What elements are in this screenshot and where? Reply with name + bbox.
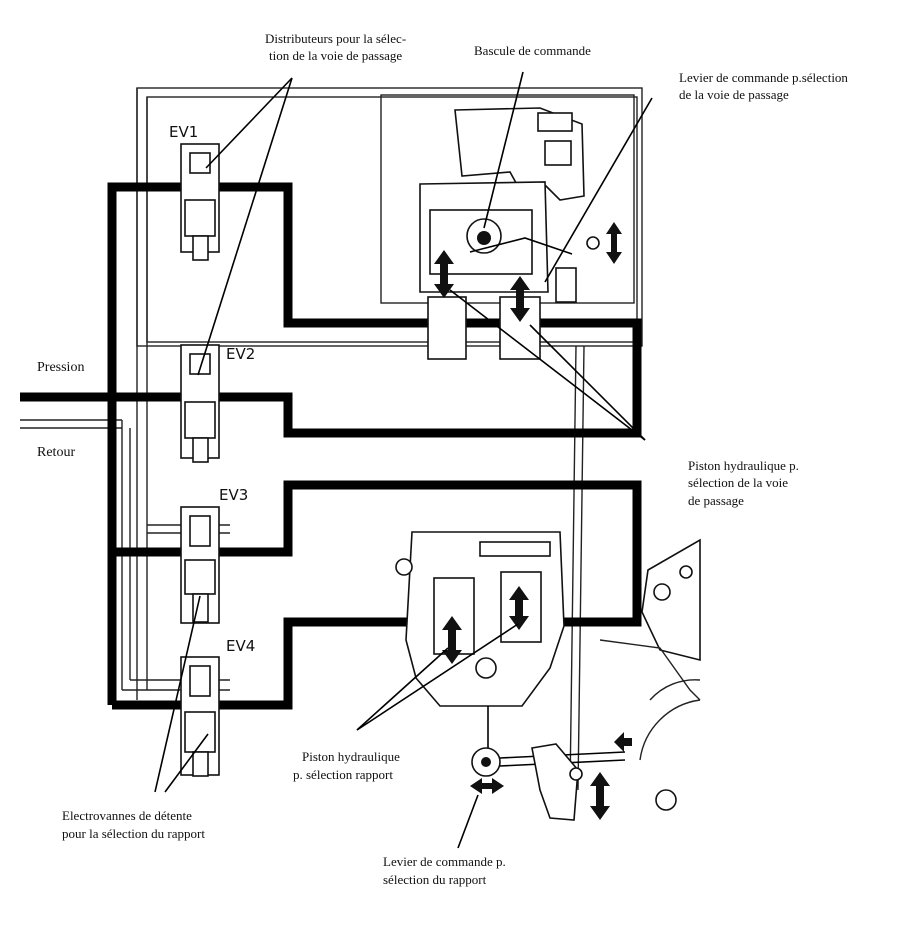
- valve-ev4: [180, 656, 220, 777]
- gearbox-parts: [470, 538, 701, 821]
- valve-label-ev3: EV3: [219, 486, 248, 504]
- label-levier-voie-1: Levier de commande p.sélection: [679, 70, 848, 85]
- label-levier-rapport-2: sélection du rapport: [383, 872, 487, 887]
- lower-actuator: [395, 531, 565, 750]
- label-electrovannes-2: pour la sélection du rapport: [62, 826, 205, 841]
- upper-actuator: [419, 107, 622, 360]
- label-pression: Pression: [37, 360, 84, 375]
- label-piston-rapport-1: Piston hydraulique: [302, 749, 400, 764]
- label-piston-voie-3: de passage: [688, 493, 744, 508]
- valve-label-ev4: EV4: [226, 637, 255, 655]
- valve-label-ev1: EV1: [169, 123, 198, 141]
- leader-lines: [154, 71, 653, 849]
- valve-ev2: [180, 344, 220, 463]
- pressure-circuits: [20, 182, 642, 710]
- label-levier-rapport-1: Levier de commande p.: [383, 854, 506, 869]
- valve-label-ev2: EV2: [226, 345, 255, 363]
- label-piston-voie-2: sélection de la voie: [688, 475, 788, 490]
- label-retour: Retour: [37, 445, 75, 460]
- label-distributeurs-2: tion de la voie de passage: [269, 48, 402, 63]
- label-levier-voie-2: de la voie de passage: [679, 87, 789, 102]
- label-distributeurs-1: Distributeurs pour la sélec-: [265, 31, 406, 46]
- label-piston-voie-1: Piston hydraulique p.: [688, 458, 799, 473]
- label-bascule: Bascule de commande: [474, 43, 591, 58]
- valve-ev3: [180, 506, 220, 624]
- label-electrovannes-1: Electrovannes de détente: [62, 808, 192, 823]
- label-piston-rapport-2: p. sélection rapport: [293, 767, 393, 782]
